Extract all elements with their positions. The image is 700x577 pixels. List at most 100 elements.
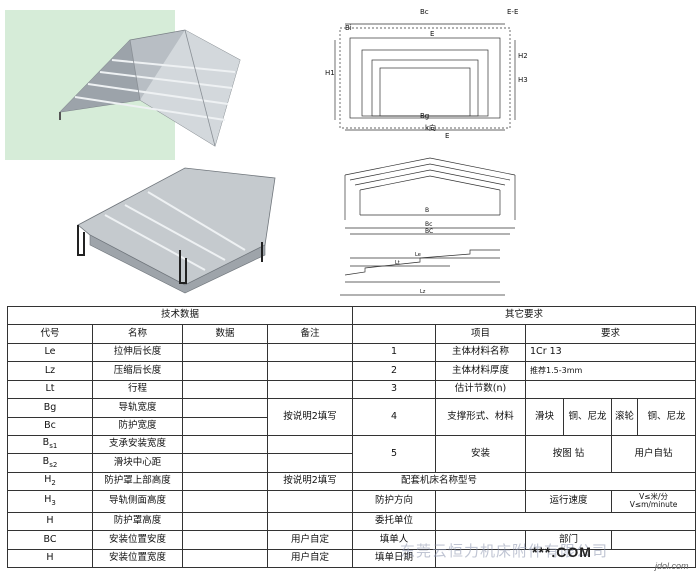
- fill-date-value[interactable]: [435, 548, 697, 569]
- data-cell[interactable]: [182, 530, 268, 550]
- title-other-req: 其它要求: [352, 305, 697, 326]
- section-drawing-top: [334, 23, 516, 131]
- code-cell: Bc: [7, 416, 93, 436]
- remark-cell: [266, 453, 354, 473]
- remark-cell: [266, 490, 354, 513]
- name-cell: 行程: [92, 379, 183, 400]
- label-E: E: [430, 30, 434, 38]
- item-cell: 估计节数(n): [435, 379, 527, 400]
- section-drawing-roof: [344, 157, 516, 235]
- table-row: H 防护罩高度 委托单位: [7, 511, 697, 532]
- label-B: B: [425, 207, 429, 214]
- code-cell: H3: [7, 490, 93, 513]
- no-cell: 5: [352, 434, 437, 473]
- opt-user-drill: 用户自钻: [611, 434, 697, 473]
- col-no: [352, 324, 437, 344]
- item-cell: 安装: [435, 434, 527, 473]
- table-row: Bs1 支承安装宽度 5 安装 按图 钻 用户自钻: [7, 434, 697, 473]
- table-row: Bs2 滑块中心距: [7, 453, 696, 473]
- data-cell[interactable]: [182, 548, 268, 569]
- data-cell[interactable]: [182, 398, 268, 418]
- entrust-value[interactable]: [435, 511, 697, 532]
- data-cell[interactable]: [182, 342, 268, 363]
- code-main: B: [42, 437, 50, 449]
- cover-photo-flat: [77, 167, 276, 294]
- label-Bg: Bg: [420, 112, 429, 120]
- table-row: Bg 导轨宽度 按说明2填写 4 支撑形式、材料 滑块 铜、尼龙 滚轮 铜、尼龙: [7, 398, 697, 436]
- opt-slider-material: 铜、尼龙: [563, 398, 613, 436]
- technical-drawings: Bc E-E Bi E H1 H2 H3 Bg k向 E B: [5, 8, 528, 296]
- col-name: 名称: [92, 324, 183, 344]
- no-cell: 2: [352, 361, 437, 381]
- table-row: Lt 行程 3 估计节数(n): [7, 379, 697, 400]
- code-sub: 3: [51, 499, 56, 508]
- label-k: k向: [425, 123, 436, 132]
- machine-model-label: 配套机床名称型号: [352, 471, 527, 492]
- data-cell[interactable]: [182, 379, 268, 400]
- remark-cell: [266, 379, 354, 400]
- col-data: 数据: [182, 324, 268, 344]
- col-requirement: 要求: [525, 324, 697, 344]
- opt-slider: 滑块: [525, 398, 565, 436]
- entrust-label: 委托单位: [352, 511, 437, 532]
- remark-cell: 按说明2填写: [266, 398, 354, 436]
- table-row: H 安装位置宽度 用户自定 填单日期: [7, 548, 697, 569]
- side-drawing: [340, 249, 505, 296]
- code-sub: s1: [49, 442, 58, 451]
- req-cell[interactable]: [525, 379, 697, 400]
- label-BC: BC: [425, 228, 433, 235]
- code-cell: H: [7, 548, 93, 569]
- name-cell: 防护宽度: [92, 416, 183, 436]
- code-cell: BC: [7, 530, 93, 550]
- name-cell: 拉伸后长度: [92, 342, 183, 363]
- opt-drill-by-drawing: 按图 钻: [525, 434, 613, 473]
- name-cell: 支承安装宽度: [92, 434, 183, 455]
- remark-cell: [266, 342, 354, 363]
- label-H3: H3: [518, 76, 528, 84]
- speed-line-1: V≤米/分: [639, 492, 669, 502]
- label-H1: H1: [325, 69, 335, 77]
- item-cell: 支撑形式、材料: [435, 398, 527, 436]
- data-cell[interactable]: [182, 490, 268, 513]
- code-cell: Lt: [7, 379, 93, 400]
- protect-dir-label: 防护方向: [352, 490, 437, 513]
- name-cell: 安装位置宽度: [92, 548, 183, 569]
- spec-table: 技术数据 其它要求 代号 名称 数据 备注 项目 要求 Le 拉伸后长度 1 主…: [6, 305, 697, 569]
- no-cell: 3: [352, 379, 437, 400]
- name-cell: 导轨宽度: [92, 398, 183, 418]
- code-sub: s2: [49, 460, 58, 469]
- code-cell: Bs2: [7, 453, 93, 473]
- data-cell[interactable]: [182, 511, 268, 532]
- data-cell[interactable]: [182, 453, 268, 473]
- watermark-site: ***.COM: [532, 544, 592, 560]
- label-H2: H2: [518, 52, 528, 60]
- data-cell[interactable]: [182, 416, 268, 436]
- col-remark: 备注: [266, 324, 354, 344]
- code-main: H: [44, 474, 52, 486]
- code-cell: Le: [7, 342, 93, 363]
- table-row: H2 防护罩上部高度 按说明2填写 配套机床名称型号: [7, 471, 697, 492]
- opt-roller: 滚轮: [611, 398, 639, 436]
- cover-photo-roof: [58, 29, 241, 147]
- name-cell: 滑块中心距: [92, 453, 183, 473]
- data-cell[interactable]: [182, 434, 268, 455]
- code-cell: H2: [7, 471, 93, 492]
- protect-dir-value[interactable]: [435, 490, 527, 513]
- data-cell[interactable]: [182, 361, 268, 381]
- table-title-row: 技术数据 其它要求: [6, 305, 697, 326]
- machine-model-value[interactable]: [525, 471, 697, 492]
- dept-value[interactable]: [611, 530, 697, 550]
- req-cell: 推荐1.5-3mm: [525, 361, 697, 381]
- table-row: Lz 压缩后长度 2 主体材料厚度 推荐1.5-3mm: [7, 361, 697, 381]
- label-mid-Bc: Bc: [425, 221, 432, 228]
- figures-area: Bc E-E Bi E H1 H2 H3 Bg k向 E B: [5, 8, 528, 296]
- watermark-jdol: jdol.com: [655, 561, 689, 571]
- data-cell[interactable]: [182, 471, 268, 492]
- run-speed-label: 运行速度: [525, 490, 613, 513]
- label-Lt: Lt: [395, 260, 400, 266]
- table-row: Le 拉伸后长度 1 主体材料名称 1Cr 13: [7, 342, 697, 363]
- code-cell: H: [7, 511, 93, 532]
- col-item: 项目: [435, 324, 527, 344]
- speed-line-2: V≤m/minute: [629, 500, 678, 510]
